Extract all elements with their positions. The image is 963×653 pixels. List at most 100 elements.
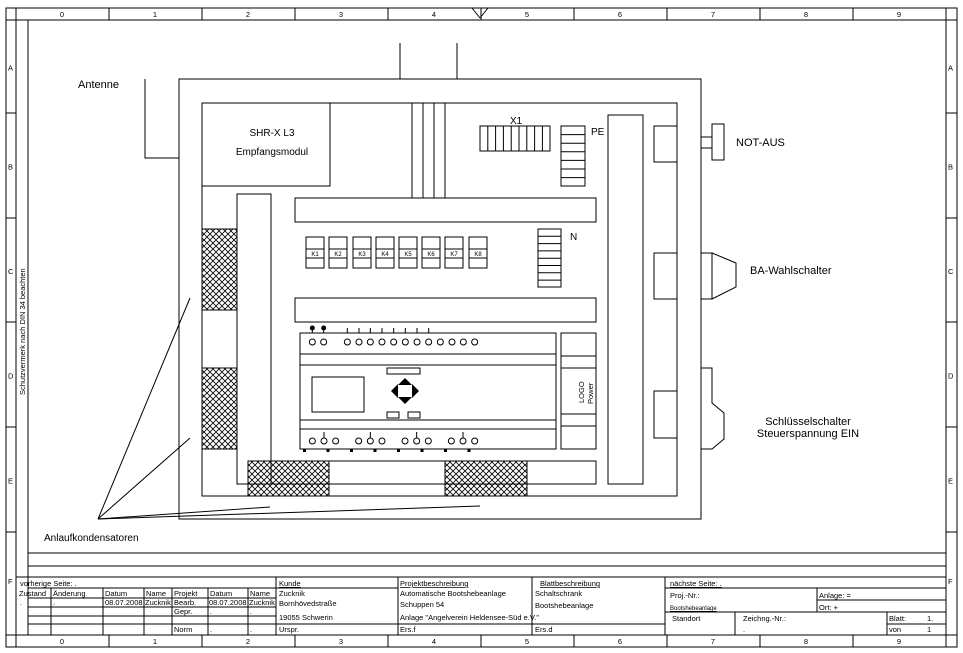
column-label-top: 1 [153, 10, 157, 19]
row-label-right: F [948, 577, 953, 586]
side-note: Schutzvermerk nach DIN 34 beachten [18, 268, 27, 395]
customer-city: 19055 Schwerin [279, 613, 333, 622]
checked-label: Gepr. [174, 607, 192, 616]
terminal-block-pe: PE [560, 125, 605, 187]
sheet-value: 1. [927, 614, 933, 623]
site-label: Standort [672, 614, 701, 623]
drawing-no-value: . [743, 625, 745, 634]
terminal-block-x1: X1 [479, 116, 551, 152]
customer-name: Zucknik [279, 589, 305, 598]
relay-label: K4 [381, 252, 389, 258]
relay-k1: K1 [305, 236, 325, 269]
of-label: von [889, 625, 901, 634]
header-name: Name [146, 589, 166, 598]
drawing-no-label: Zeichng.-Nr.: [743, 614, 786, 623]
edited-date: 08.07.2008 [209, 598, 247, 607]
relay-k5: K5 [398, 236, 418, 269]
cable-duct-middle [294, 297, 597, 323]
sheet-desc-header: Blattbeschreibung [540, 579, 600, 588]
checked-date: . [210, 607, 212, 616]
change-name: Zucknik [145, 598, 171, 607]
mode-selector: BA-Wahlschalter [700, 252, 832, 300]
door-cutouts [653, 125, 678, 439]
column-label-top: 3 [339, 10, 343, 19]
relay-label: K8 [474, 252, 482, 258]
plc-input-terminal [378, 338, 386, 346]
column-label-bottom: 3 [339, 637, 343, 646]
column-label-top: 2 [246, 10, 250, 19]
plc-input-terminal [401, 338, 409, 346]
plant-label: Anlage: = [819, 591, 852, 600]
plc-input-terminal [355, 338, 363, 346]
project-name-header: Name [250, 589, 270, 598]
column-label-top: 7 [711, 10, 715, 19]
origin-label: Urspr. [279, 625, 299, 634]
norm-date: . [210, 625, 212, 634]
proj-no-value: Bootshebeanlage [670, 606, 717, 612]
emergency-stop: NOT-AUS [700, 123, 785, 161]
terminal-block-n: N [537, 228, 577, 288]
customer-street: Bornhövedstraße [279, 599, 337, 608]
mode-selector-label: BA-Wahlschalter [750, 265, 832, 277]
project-date-header: Datum [210, 589, 232, 598]
plc-input-terminal [413, 338, 421, 346]
plc-input-terminal [448, 338, 456, 346]
column-label-bottom: 0 [60, 637, 64, 646]
column-label-bottom: 7 [711, 637, 715, 646]
plc-input-terminal [390, 338, 398, 346]
cable-duct-upper [294, 197, 597, 223]
antenna: Antenne [78, 43, 458, 159]
plc-output-terminal [366, 437, 374, 445]
power-supply-line2: Power [586, 382, 595, 404]
key-switch-label-1: Schlüsselschalter [765, 416, 851, 428]
relay-label: K5 [404, 252, 412, 258]
relay-k8: K8 [468, 236, 488, 269]
row-label-right: D [948, 372, 954, 381]
header-state: Zustand [19, 589, 46, 598]
norm-name: . [250, 625, 252, 634]
plc-output-terminal [308, 437, 316, 445]
relay-k3: K3 [352, 236, 372, 269]
change-date: 08.07.2008 [105, 598, 143, 607]
terminal-n-label: N [570, 232, 577, 243]
plc-arrow-keys-icon [391, 378, 419, 404]
column-label-top: 5 [525, 10, 529, 19]
plc-output-terminal [332, 437, 340, 445]
plc-input-terminal [459, 338, 467, 346]
edited-name: Zucknik [249, 598, 275, 607]
plc-display [311, 376, 365, 413]
customer-header: Kunde [279, 579, 301, 588]
column-label-bottom: 4 [432, 637, 436, 646]
relay-label: K2 [334, 252, 342, 258]
plc-input-terminal [308, 338, 316, 346]
row-label-left: C [8, 267, 14, 276]
plc-output-terminal [401, 437, 409, 445]
project-desc-3: Anlage "Angelverein Heldensee-Süd e.V." [400, 613, 539, 622]
column-label-bottom: 2 [246, 637, 250, 646]
relay-label: K1 [311, 252, 319, 258]
relay-label: K7 [450, 252, 458, 258]
terminal-pe-label: PE [591, 127, 605, 138]
change-value: . [53, 598, 55, 607]
relay-k6: K6 [421, 236, 441, 269]
column-label-top: 9 [897, 10, 901, 19]
terminal-x1-label: X1 [510, 116, 523, 127]
project-label: Projekt [174, 589, 198, 598]
column-label-bottom: 6 [618, 637, 622, 646]
control-cabinet [178, 78, 702, 520]
project-desc-2: Schuppen 54 [400, 600, 444, 609]
project-desc-header: Projektbeschreibung [400, 579, 468, 588]
cable-duct-left [236, 193, 272, 485]
title-block: vorherige Seite: . Zustand Änderung Datu… [16, 576, 946, 635]
column-label-top: 8 [804, 10, 808, 19]
cable-duct-right [607, 114, 644, 485]
of-value: 1 [927, 625, 931, 634]
capacitor-callout: Anlaufkondensatoren [44, 297, 481, 544]
sheet-desc-2: Bootshebeanlage [535, 601, 593, 610]
power-supply-line1: LOGO [577, 381, 586, 403]
relay-label: K6 [427, 252, 435, 258]
replaces-label: Ers.f [400, 625, 416, 634]
row-label-left: B [8, 163, 13, 172]
antenna-label: Antenne [78, 79, 119, 91]
capacitor-hatch [201, 228, 528, 497]
